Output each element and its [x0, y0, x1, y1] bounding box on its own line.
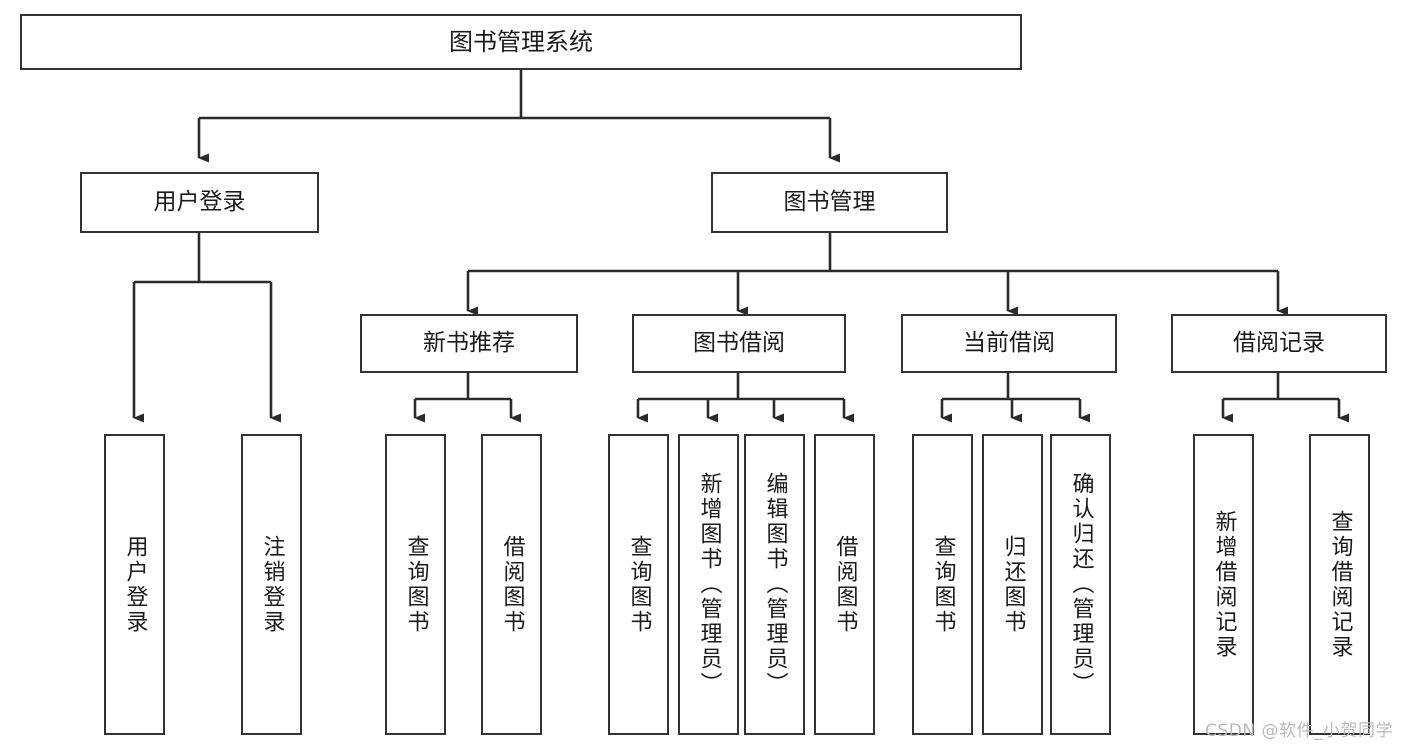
node-leaf-query-book-nb-label: 查询图书 [403, 534, 429, 635]
node-user-login-label: 用户登录 [153, 189, 246, 216]
node-leaf-query-book-nb[interactable]: 查询图书 [385, 434, 446, 735]
node-current-borrow-label: 当前借阅 [963, 330, 1055, 357]
node-current-borrow[interactable]: 当前借阅 [901, 314, 1117, 373]
node-leaf-borrow-book-nb-label: 借阅图书 [499, 534, 525, 635]
node-leaf-query-book-cb[interactable]: 查询图书 [912, 434, 973, 735]
node-leaf-query-borrow-record[interactable]: 查询借阅记录 [1309, 434, 1370, 735]
node-leaf-add-book-admin[interactable]: 新增图书（管理员） [678, 434, 739, 735]
node-leaf-confirm-return-admin[interactable]: 确认归还（管理员） [1050, 434, 1111, 735]
node-leaf-add-borrow-record[interactable]: 新增借阅记录 [1193, 434, 1254, 735]
node-borrow-record-label: 借阅记录 [1233, 330, 1325, 357]
node-leaf-user-login[interactable]: 用户登录 [104, 434, 165, 735]
node-leaf-edit-book-admin-label: 编辑图书（管理员） [762, 472, 788, 697]
node-book-borrow-label: 图书借阅 [693, 330, 785, 357]
csdn-watermark: CSDN @软件_小贺同学 [1205, 721, 1393, 741]
node-leaf-borrow-book-bb-label: 借阅图书 [832, 534, 858, 635]
node-leaf-logout[interactable]: 注销登录 [241, 434, 302, 735]
node-leaf-query-borrow-record-label: 查询借阅记录 [1327, 509, 1353, 660]
node-new-book-recommend[interactable]: 新书推荐 [360, 314, 578, 373]
node-user-login[interactable]: 用户登录 [80, 172, 319, 233]
node-leaf-confirm-return-admin-label: 确认归还（管理员） [1068, 472, 1094, 697]
node-book-borrow[interactable]: 图书借阅 [632, 314, 846, 373]
node-borrow-record[interactable]: 借阅记录 [1171, 314, 1387, 373]
node-book-management[interactable]: 图书管理 [711, 172, 948, 233]
node-leaf-return-book[interactable]: 归还图书 [982, 434, 1043, 735]
node-leaf-query-book-cb-label: 查询图书 [930, 534, 956, 635]
node-leaf-borrow-book-bb[interactable]: 借阅图书 [814, 434, 875, 735]
node-leaf-query-book-bb[interactable]: 查询图书 [608, 434, 669, 735]
node-leaf-borrow-book-nb[interactable]: 借阅图书 [481, 434, 542, 735]
node-leaf-add-borrow-record-label: 新增借阅记录 [1211, 509, 1237, 660]
node-book-management-label: 图书管理 [783, 189, 876, 216]
node-leaf-query-book-bb-label: 查询图书 [626, 534, 652, 635]
node-root-system-label: 图书管理系统 [449, 28, 593, 56]
node-leaf-user-login-label: 用户登录 [122, 534, 148, 635]
node-root-system[interactable]: 图书管理系统 [20, 14, 1022, 70]
node-leaf-add-book-admin-label: 新增图书（管理员） [696, 472, 722, 697]
node-leaf-logout-label: 注销登录 [259, 534, 285, 635]
node-new-book-recommend-label: 新书推荐 [423, 330, 515, 357]
node-leaf-edit-book-admin[interactable]: 编辑图书（管理员） [744, 434, 805, 735]
node-leaf-return-book-label: 归还图书 [1000, 534, 1026, 635]
